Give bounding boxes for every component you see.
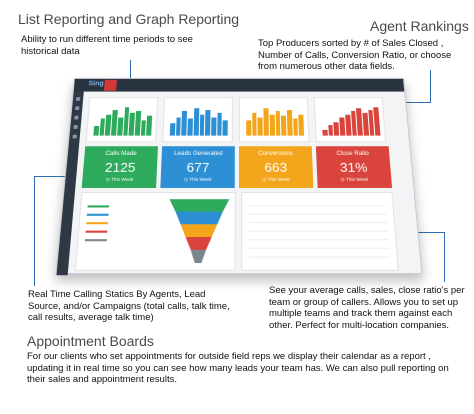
mini-chart-leads	[162, 97, 233, 143]
list-reporting-heading: List Reporting and Graph Reporting	[18, 11, 240, 27]
mini-chart-close-ratio	[313, 97, 387, 143]
agent-ranking-table	[241, 192, 399, 271]
appointment-boards-description: For our clients who set appointments for…	[27, 351, 449, 385]
tile-period: ◷ This Week	[105, 176, 134, 182]
legend-swatch	[84, 239, 107, 242]
tile-label: Conversions	[258, 151, 294, 157]
funnel-graphic	[169, 199, 230, 264]
sidebar-settings-icon[interactable]	[72, 134, 77, 139]
funnel-panel	[74, 192, 236, 271]
table-row[interactable]	[248, 256, 391, 258]
tile-label: Leads Generated	[174, 151, 223, 157]
logo-badge	[104, 79, 117, 91]
conversions-tile[interactable]: Conversions 663 ◷ This Week	[239, 146, 314, 188]
tile-value: 2125	[104, 159, 136, 175]
list-reporting-description: Ability to run different time periods to…	[21, 34, 193, 57]
sidebar-home-icon[interactable]	[75, 97, 81, 101]
appointment-boards-heading: Appointment Boards	[27, 333, 154, 349]
legend-swatch	[85, 230, 108, 233]
table-row[interactable]	[248, 222, 388, 224]
legend-swatch	[87, 205, 110, 208]
agent-rankings-heading: Agent Rankings	[370, 18, 469, 34]
sidebar-reports-icon[interactable]	[75, 106, 80, 111]
table-row[interactable]	[248, 205, 387, 207]
dashboard-screenshot: Sing	[55, 78, 423, 278]
leads-generated-tile[interactable]: Leads Generated 677 ◷ This Week	[160, 146, 235, 188]
tile-period: ◷ This Week	[262, 176, 291, 182]
close-ratio-tile[interactable]: Close Ratio 31% ◷ This Week	[315, 146, 393, 188]
table-row[interactable]	[248, 230, 389, 232]
callout-line-agent-v	[430, 70, 431, 102]
dashboard-window: Sing	[55, 78, 423, 276]
tile-value: 677	[186, 159, 210, 175]
mini-chart-calls	[85, 97, 159, 143]
legend-swatch	[86, 213, 109, 216]
calls-made-tile[interactable]: Calls Made 2125 ◷ This Week	[81, 146, 158, 188]
average-calls-description: See your average calls, sales, close rat…	[269, 285, 465, 331]
callout-line-stats-v	[34, 176, 35, 286]
table-row[interactable]	[248, 213, 387, 215]
real-time-stats-description: Real Time Calling Statics By Agents, Lea…	[28, 289, 230, 323]
table-row[interactable]	[248, 239, 389, 241]
tile-label: Calls Made	[105, 151, 137, 157]
dashboard-logo: Sing	[88, 80, 104, 88]
table-row[interactable]	[248, 247, 390, 249]
sidebar-users-icon[interactable]	[74, 115, 79, 120]
tile-label: Close Ratio	[336, 151, 370, 157]
mini-chart-conversions	[239, 97, 310, 143]
tile-value: 31%	[339, 159, 368, 175]
agent-rankings-description: Top Producers sorted by # of Sales Close…	[258, 38, 452, 72]
callout-line-avg-v	[444, 232, 445, 282]
tile-period: ◷ This Week	[183, 176, 212, 182]
tile-value: 663	[264, 159, 288, 175]
dashboard-topbar: Sing	[73, 78, 405, 92]
sidebar-calendar-icon[interactable]	[73, 125, 78, 129]
tile-period: ◷ This Week	[340, 176, 369, 182]
legend-swatch	[86, 222, 109, 225]
